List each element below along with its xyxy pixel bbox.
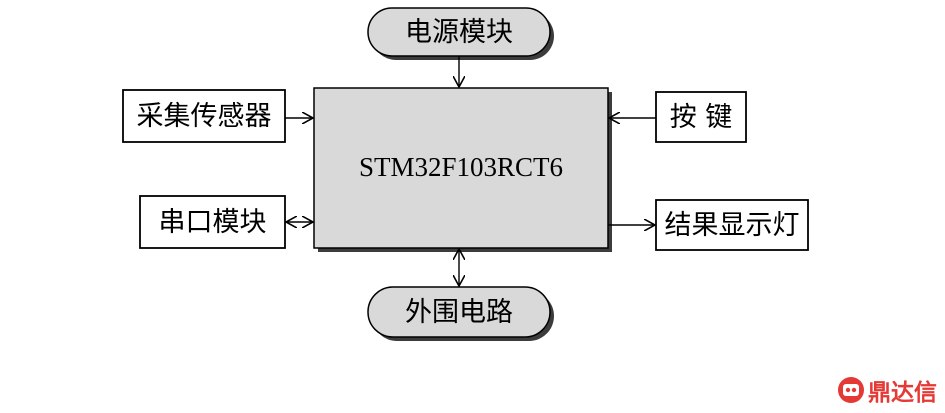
watermark-text: 鼎达信	[868, 380, 937, 406]
result-lights-label: 结果显示灯	[664, 209, 800, 241]
serial-module-label: 串口模块	[158, 206, 267, 238]
mcu-label: STM32F103RCT6	[358, 151, 564, 182]
peripheral-circuit-box	[367, 286, 551, 338]
keys-box	[655, 91, 747, 143]
mcu-block	[313, 87, 609, 249]
keys-label: 按 键	[669, 101, 733, 133]
power-module-label: 电源模块	[405, 16, 513, 48]
result-lights-box	[655, 199, 809, 251]
sensor-label: 采集传感器	[136, 100, 272, 132]
peripheral-circuit-label: 外围电路	[405, 296, 513, 328]
sensor-box	[122, 89, 286, 143]
watermark: 鼎达信	[837, 373, 937, 407]
watermark-logo-icon	[838, 377, 864, 403]
